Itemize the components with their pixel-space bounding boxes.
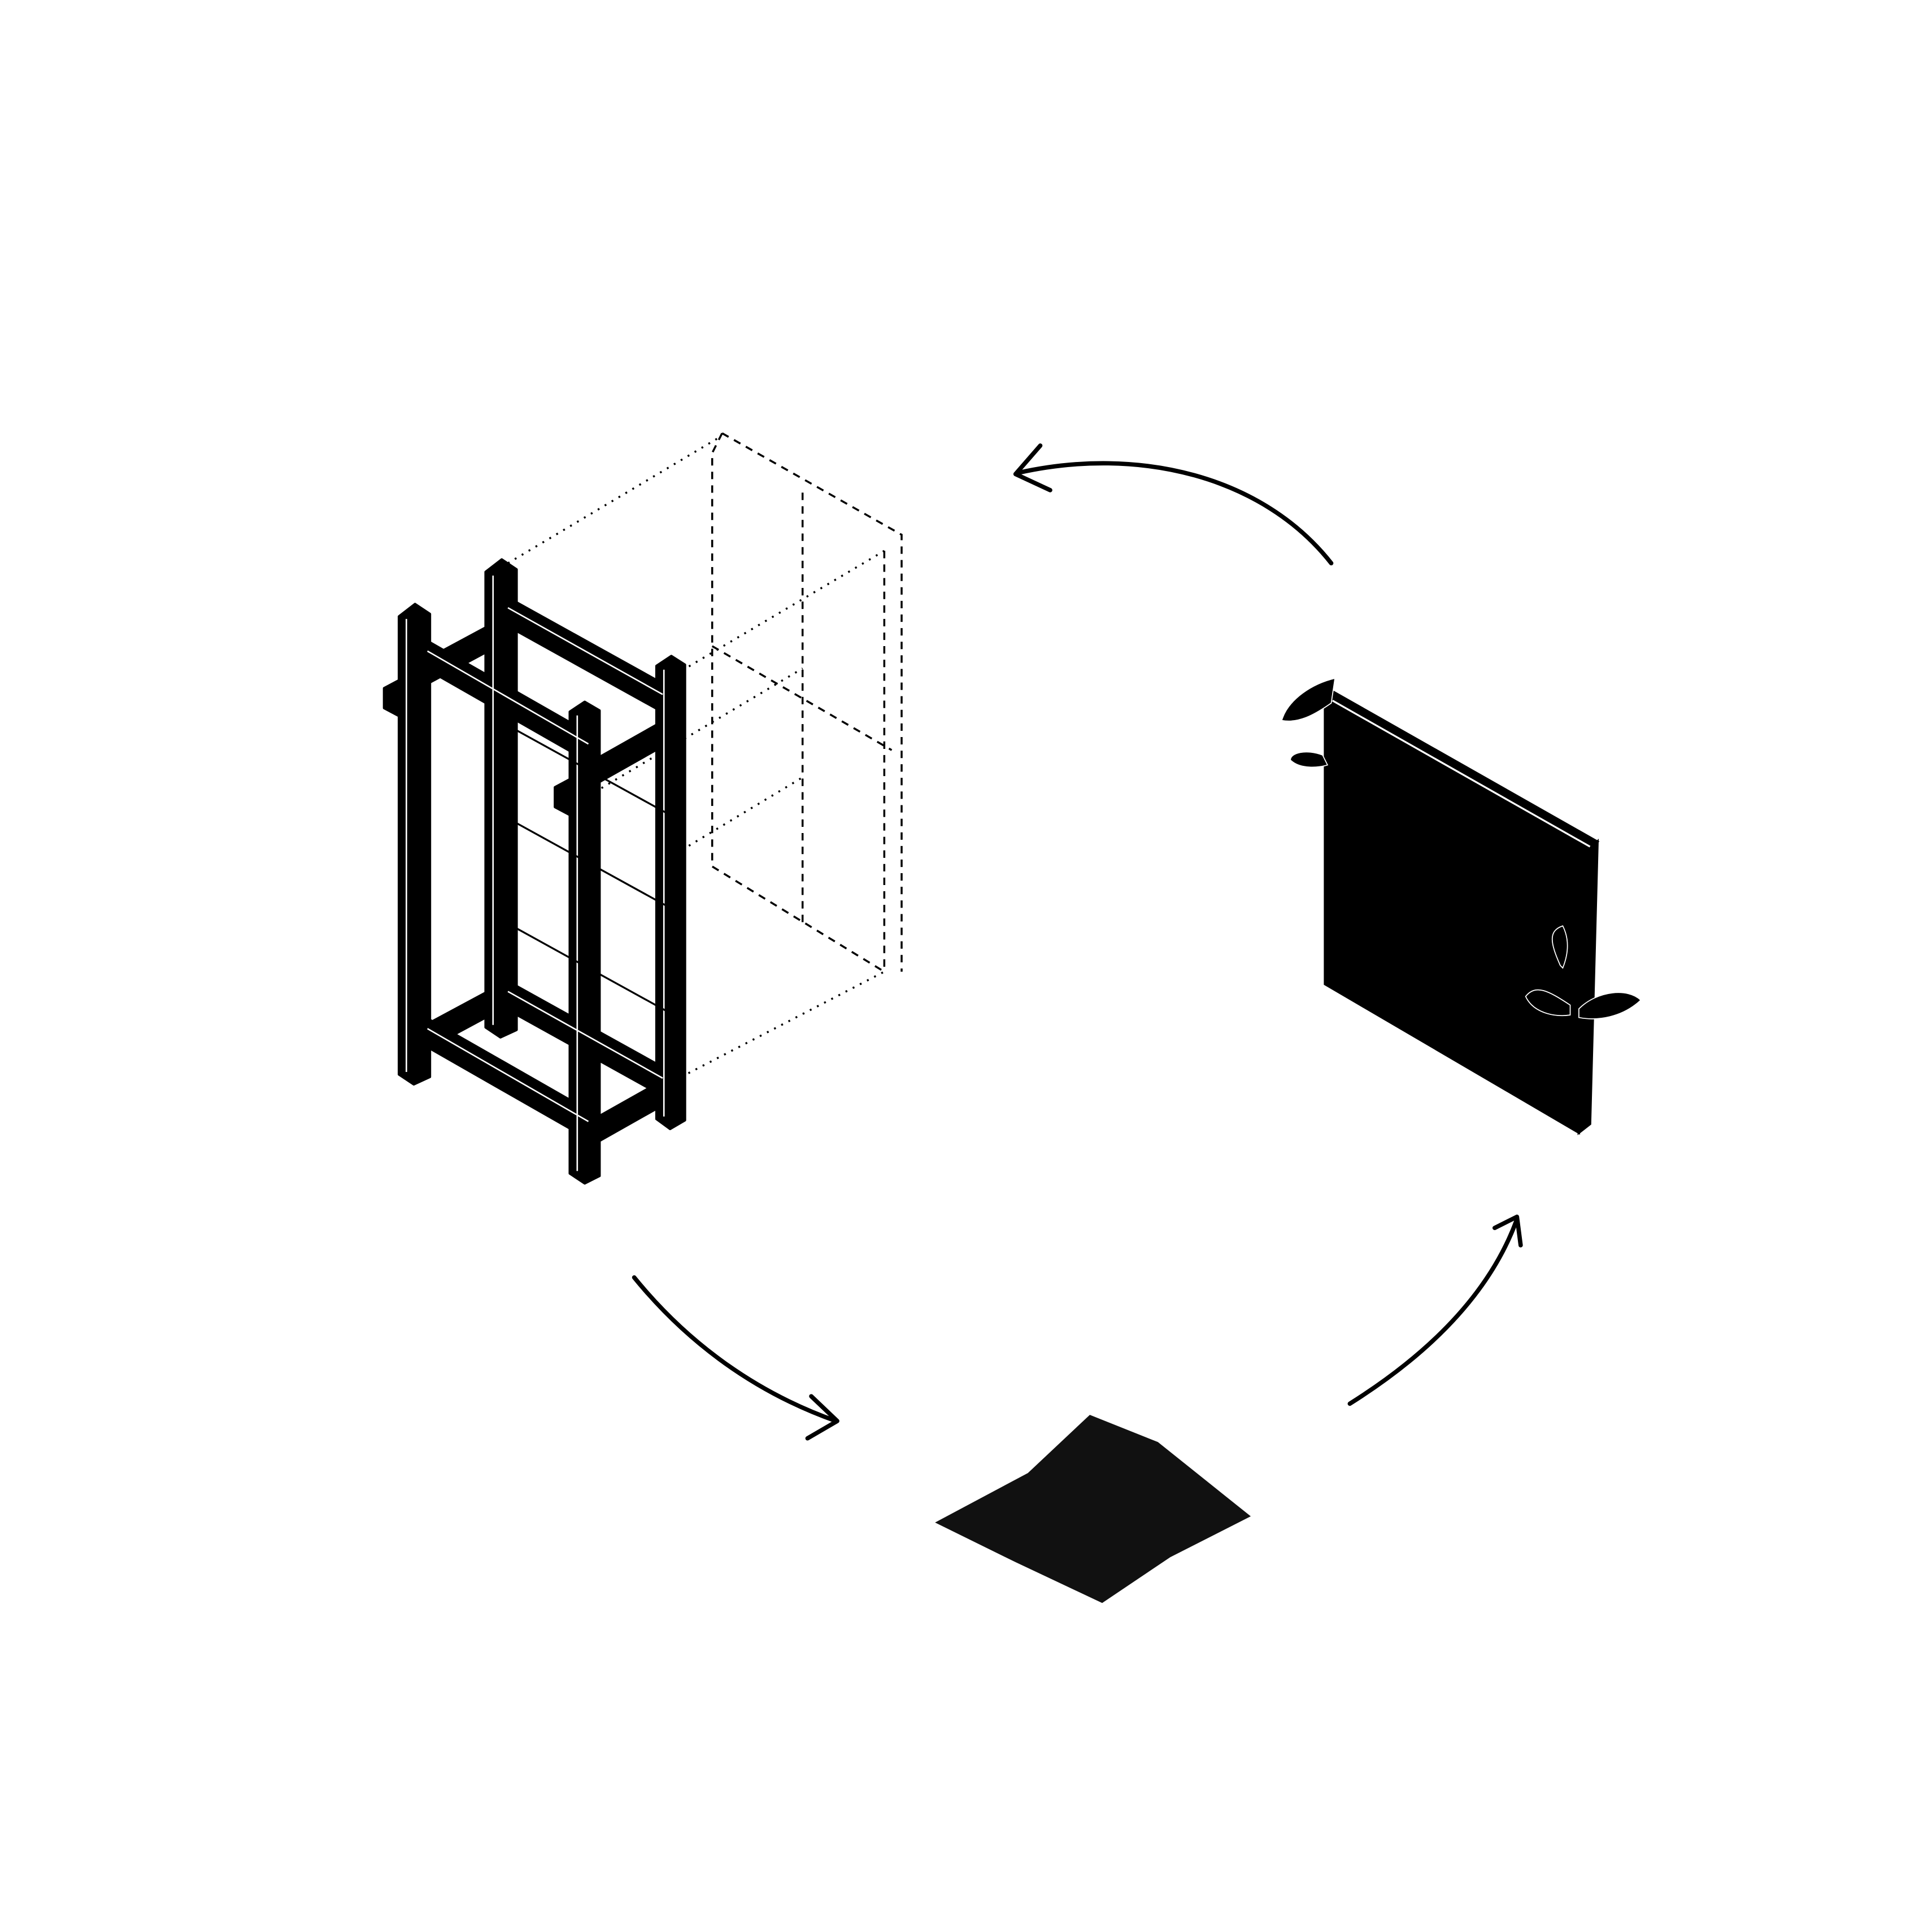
- arrow-icon: [1347, 1214, 1523, 1406]
- cycle-arrows: [632, 443, 1523, 1441]
- arrow-icon: [632, 1275, 839, 1441]
- sawdust-pile: [935, 1415, 1251, 1603]
- mushroom-icon: [1281, 677, 1642, 1019]
- shelf-ghost-volume: [507, 432, 903, 1078]
- arrow-icon: [1013, 443, 1334, 566]
- wooden-shelf-frame: [382, 558, 686, 1185]
- mycelium-panel: [1281, 677, 1642, 1135]
